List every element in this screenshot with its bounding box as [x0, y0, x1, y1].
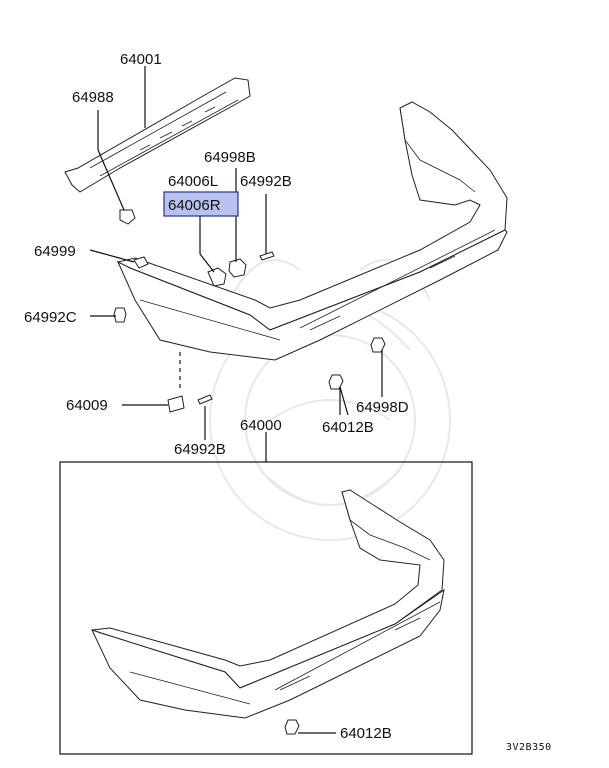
bumper-upper-part — [116, 101, 508, 361]
assembly-box — [59, 461, 473, 755]
label-64000[interactable]: 64000 — [240, 417, 282, 434]
label-64001[interactable]: 64001 — [120, 51, 162, 68]
screw-64992C — [113, 307, 127, 323]
highlight-64006R — [163, 191, 239, 217]
leader-lines — [89, 66, 383, 462]
label-64992B-top[interactable]: 64992B — [240, 173, 292, 190]
screw-64998D — [370, 337, 386, 353]
diagram-code: 3V2B350 — [506, 742, 552, 753]
clip-64988 — [119, 209, 136, 225]
label-64012B-low[interactable]: 64012B — [340, 725, 392, 742]
screw-64992B-top — [259, 251, 275, 261]
label-64998B[interactable]: 64998B — [204, 149, 256, 166]
label-64006R[interactable]: 64006R — [168, 197, 221, 214]
screw-64012B-mid — [328, 374, 344, 390]
label-64012B-mid[interactable]: 64012B — [322, 419, 374, 436]
nut-64998B — [228, 258, 247, 278]
label-64009[interactable]: 64009 — [66, 397, 108, 414]
screw-64012B-low — [284, 719, 300, 735]
reinforcement-bar-part — [64, 77, 251, 193]
bumper-assembly-part — [91, 489, 445, 719]
label-64998D[interactable]: 64998D — [356, 399, 409, 416]
bracket-64009 — [167, 395, 185, 413]
screw-64992B-bottom — [197, 394, 213, 405]
bracket-64006 — [207, 267, 227, 287]
label-64988[interactable]: 64988 — [72, 89, 114, 106]
label-64006L[interactable]: 64006L — [168, 173, 218, 190]
label-64999[interactable]: 64999 — [34, 243, 76, 260]
retainer-64999 — [133, 256, 149, 269]
label-64992C[interactable]: 64992C — [24, 309, 77, 326]
label-64992B-bottom[interactable]: 64992B — [174, 441, 226, 458]
